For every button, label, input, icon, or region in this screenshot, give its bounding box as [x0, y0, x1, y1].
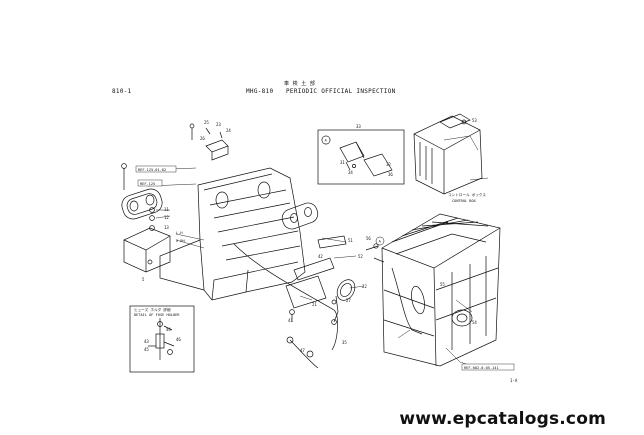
- part-number: 12: [164, 215, 169, 220]
- section-number: 810-1: [112, 88, 132, 95]
- part-number: 47: [300, 348, 305, 353]
- ref-label-a: REF.125-01.02: [138, 168, 166, 172]
- headlamp-housing: [159, 167, 306, 301]
- page-number: 1-A: [510, 378, 518, 383]
- part-number: 36: [388, 172, 393, 177]
- part-number: 56: [366, 236, 371, 241]
- page-title: PERIODIC OFFICIAL INSPECTION: [286, 88, 396, 95]
- part-number: 25: [204, 120, 209, 125]
- reference-labels: REF.125-01.02 REF.125 REF.002-0.05.141 コ…: [134, 135, 515, 371]
- catalog-code: MHG-810: [246, 88, 274, 95]
- part-number: 41: [288, 318, 293, 323]
- japanese-title: 車 検 土 部: [284, 81, 316, 87]
- watermark: www.epcatalogs.com: [399, 409, 606, 429]
- part-number: 27: [346, 298, 351, 303]
- ref-label-b: REF.125: [140, 182, 155, 186]
- lamp-lens-left: [121, 188, 163, 220]
- part-number: 33: [356, 124, 361, 129]
- control-box: [413, 113, 483, 195]
- part-number: 34: [348, 170, 353, 175]
- part-number: 42: [318, 254, 323, 259]
- part-number: 51: [348, 238, 353, 243]
- lh-label: L.H: [176, 231, 183, 235]
- part-number: 53: [472, 118, 477, 123]
- view-a-marker-cab: A: [379, 240, 382, 244]
- detail-label: DETAIL OF FUSE HOLDER: [134, 313, 180, 317]
- plate-part-21: [285, 235, 347, 309]
- part-number: 24: [226, 128, 231, 133]
- part-number: 54: [472, 320, 477, 325]
- leader-lines-right: [397, 135, 489, 367]
- cab-frame: [365, 213, 501, 367]
- control-box-label: CONTROL BOX: [452, 199, 477, 203]
- part-number: 44: [166, 327, 171, 332]
- view-a-marker: A: [325, 139, 328, 143]
- lamp-lens-right: [281, 202, 319, 230]
- part-number: 26: [200, 136, 205, 141]
- part-number: 35: [342, 340, 347, 345]
- control-box-jp-label: コントロール ボックス: [448, 192, 486, 197]
- part-number: 31: [340, 160, 345, 165]
- part-number: 5: [142, 277, 145, 282]
- bracket-part-5: [123, 227, 171, 273]
- part-number: 23: [216, 122, 221, 127]
- fuse-holder-detail-box: [129, 305, 195, 373]
- part-number: 55: [440, 282, 445, 287]
- wiring-harness: [233, 243, 339, 369]
- part-number: 52: [358, 254, 363, 259]
- ref-label-c: REF.002-0.05.141: [464, 366, 499, 370]
- part-number: 32: [386, 162, 391, 167]
- bolt-parts: [121, 163, 155, 231]
- part-number: 46: [176, 337, 181, 342]
- part-numbers: 11 12 13 5 21 22 23 24 25 26 27 31 32 33…: [142, 118, 477, 353]
- part-number: 11: [164, 207, 169, 212]
- part-number: 13: [164, 225, 169, 230]
- rh-label: 2 RH: [176, 239, 185, 243]
- marker-lamp-22: [336, 279, 356, 301]
- part-number: 45: [144, 347, 149, 352]
- top-bracket-parts: [189, 123, 229, 161]
- part-number: 22: [362, 284, 367, 289]
- detail-jp-label: ヒューズ ホルダ 詳細: [134, 307, 171, 312]
- part-number: 21: [312, 302, 317, 307]
- part-number: 43: [144, 339, 149, 344]
